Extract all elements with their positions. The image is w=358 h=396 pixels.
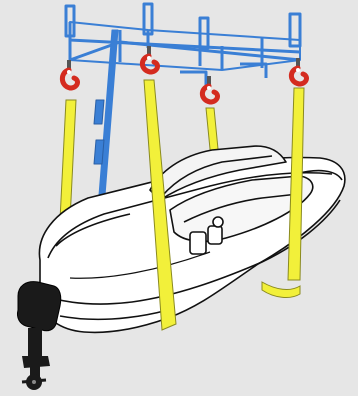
hook-2: [142, 46, 157, 72]
sling-bottom-band: [262, 282, 300, 297]
hook-4: [291, 58, 306, 84]
hook-1: [62, 60, 77, 88]
sling-back-left: [60, 100, 76, 220]
outboard-engine: [17, 282, 60, 390]
